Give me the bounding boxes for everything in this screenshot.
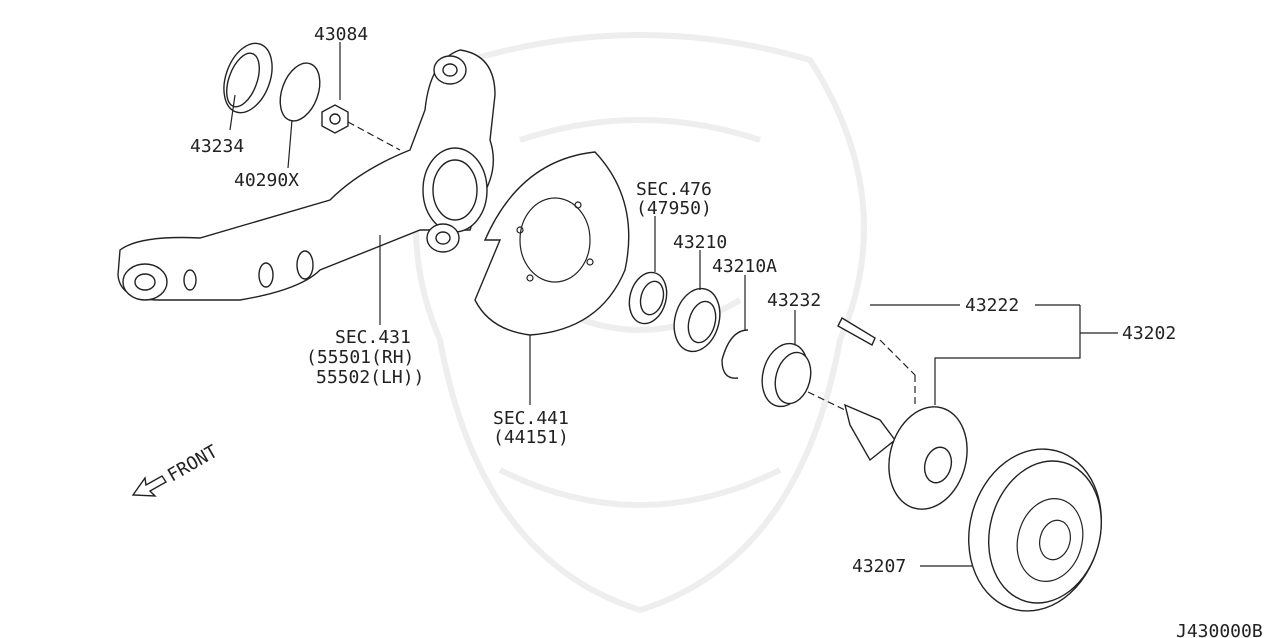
sensor-ring-47950 <box>628 271 668 325</box>
hub-43202 <box>843 403 968 510</box>
label-43222: 43222 <box>965 295 1019 316</box>
label-43084: 43084 <box>314 24 368 45</box>
nut-43084 <box>321 104 349 134</box>
knuckle-arm-assembly <box>117 49 496 301</box>
label-43202: 43202 <box>1122 323 1176 344</box>
label-43210: 43210 <box>673 232 727 253</box>
diagram-id: J430000B <box>1176 621 1263 638</box>
snap-ring-43210a <box>721 329 749 379</box>
label-sec476: SEC.476 <box>636 179 712 200</box>
seal-43234 <box>223 42 273 114</box>
leader-lines <box>229 42 1118 567</box>
label-40290x: 40290X <box>234 170 299 191</box>
label-sec441: SEC.441 <box>493 408 569 429</box>
label-47950: (47950) <box>636 198 712 219</box>
label-43234: 43234 <box>190 136 244 157</box>
label-43207: 43207 <box>852 556 906 577</box>
label-44151: (44151) <box>493 427 569 448</box>
backing-plate <box>474 151 630 336</box>
label-55502-lh: 55502(LH)) <box>316 367 424 388</box>
label-sec431: SEC.431 <box>335 327 411 348</box>
bearing-43210 <box>673 287 721 353</box>
label-43232: 43232 <box>767 290 821 311</box>
hub-bolt-43222 <box>837 317 876 346</box>
label-55501-rh: (55501(RH) <box>306 347 414 368</box>
front-label: FRONT <box>164 441 222 486</box>
label-43210a: 43210A <box>712 256 777 277</box>
front-arrow-icon <box>131 475 168 497</box>
cap-40290x <box>279 62 321 122</box>
rotor-43207 <box>968 448 1102 612</box>
bearing-43232 <box>761 342 812 408</box>
